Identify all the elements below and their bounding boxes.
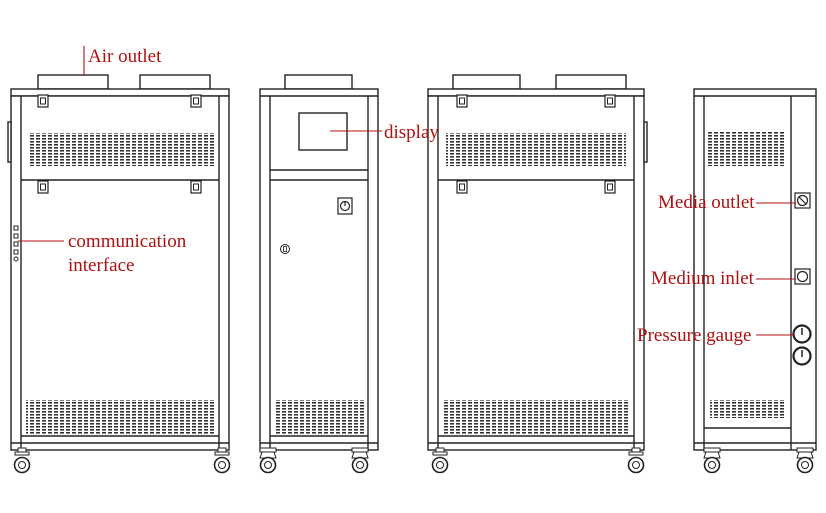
label-communication-interface-line2: interface <box>68 255 135 276</box>
label-display: display <box>384 122 439 143</box>
label-media-outlet: Media outlet <box>658 192 755 213</box>
medium-inlet-fitting <box>794 268 811 285</box>
leader-lines <box>18 46 796 336</box>
media-outlet-fitting <box>794 192 811 209</box>
unit-side-media <box>693 88 817 474</box>
label-air-outlet: Air outlet <box>88 46 162 67</box>
unit-front-right <box>427 74 648 474</box>
communication-ports <box>13 225 19 262</box>
unit-side-display <box>259 74 379 474</box>
label-pressure-gauge: Pressure gauge <box>637 325 752 346</box>
label-communication-interface-line1: communication <box>68 231 187 252</box>
unit-front-left <box>7 74 231 474</box>
pressure-gauges <box>792 324 812 366</box>
label-medium-inlet: Medium inlet <box>651 268 754 289</box>
